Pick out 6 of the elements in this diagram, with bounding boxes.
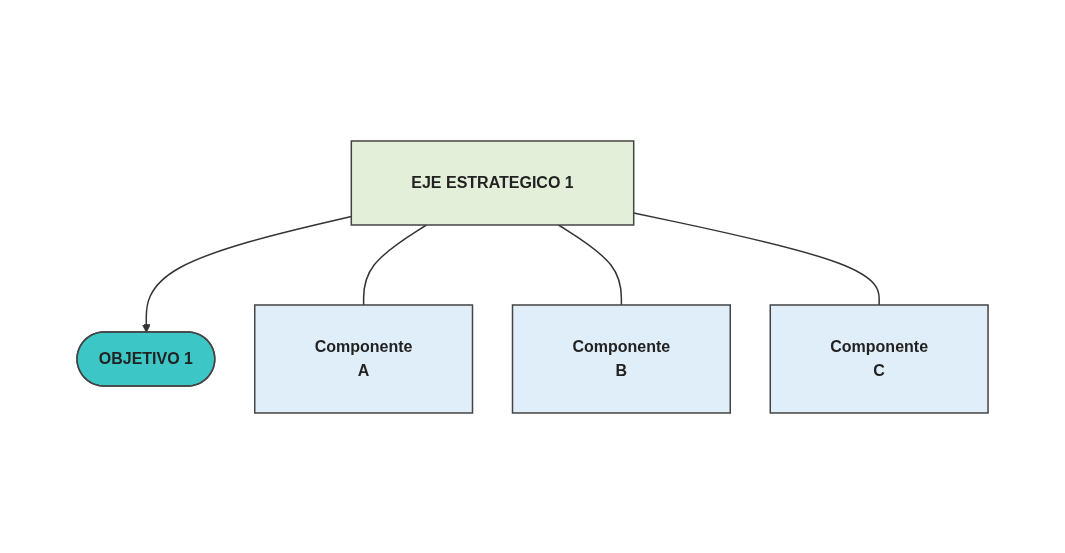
connector [557,223,623,306]
node-box: EJE ESTRATEGICO 1 [350,139,635,226]
connector [362,223,428,306]
node-box: Componente B [511,303,731,414]
node-box: Componente C [769,303,989,414]
node-box: Componente A [253,303,474,414]
